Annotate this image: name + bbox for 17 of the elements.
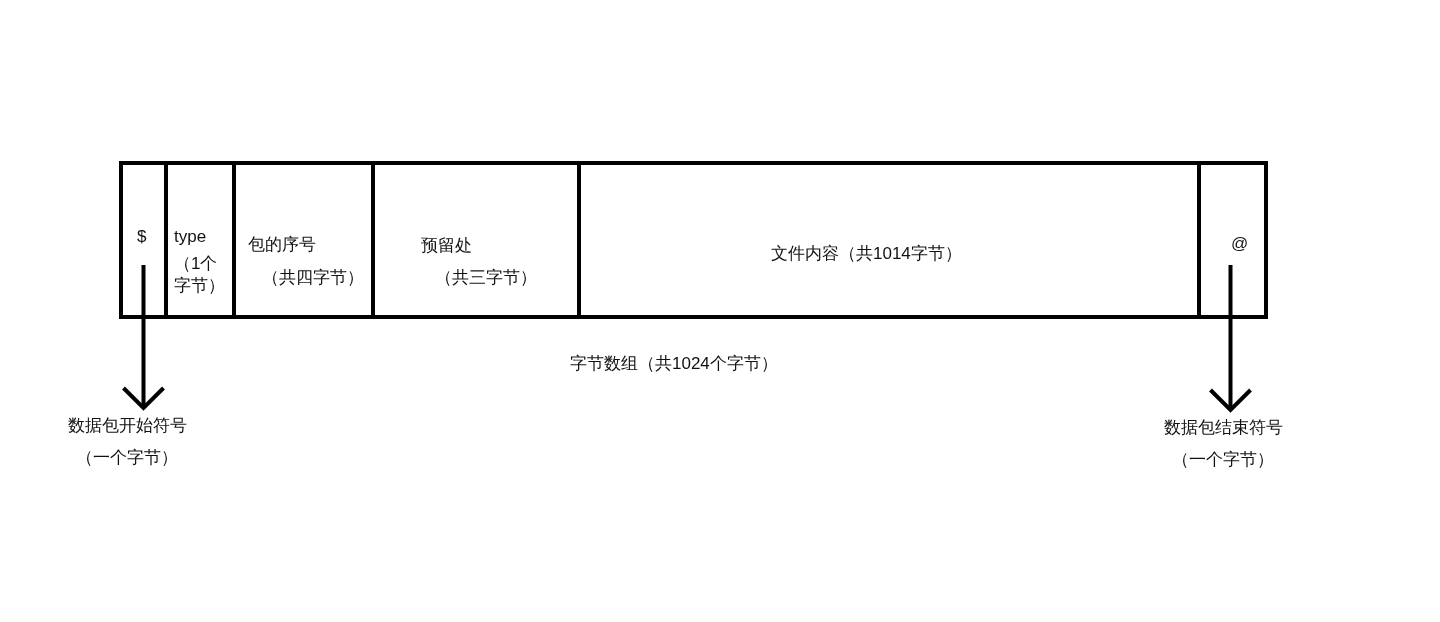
description-text: 数据包开始符号 <box>68 415 187 437</box>
description-text: （一个字节） <box>1172 449 1274 471</box>
cell-label: type <box>174 227 207 247</box>
cell-label: （1个字节） <box>174 253 226 297</box>
cell-label: $ <box>137 227 147 247</box>
cell-label: 包的序号 <box>248 234 316 256</box>
cell-label: 文件内容（共1014字节） <box>771 243 962 265</box>
description-text: 数据包结束符号 <box>1164 417 1283 439</box>
cell-label: 预留处 <box>421 235 472 257</box>
cell-label: （共三字节） <box>435 267 537 289</box>
byte-array-box <box>119 161 1268 319</box>
caption-text: 字节数组（共1024个字节） <box>570 353 778 375</box>
cell-label: @ <box>1231 234 1249 254</box>
cell-label: （共四字节） <box>262 267 364 289</box>
arrow <box>121 265 166 410</box>
description-text: （一个字节） <box>76 447 178 469</box>
arrow <box>1208 265 1253 412</box>
